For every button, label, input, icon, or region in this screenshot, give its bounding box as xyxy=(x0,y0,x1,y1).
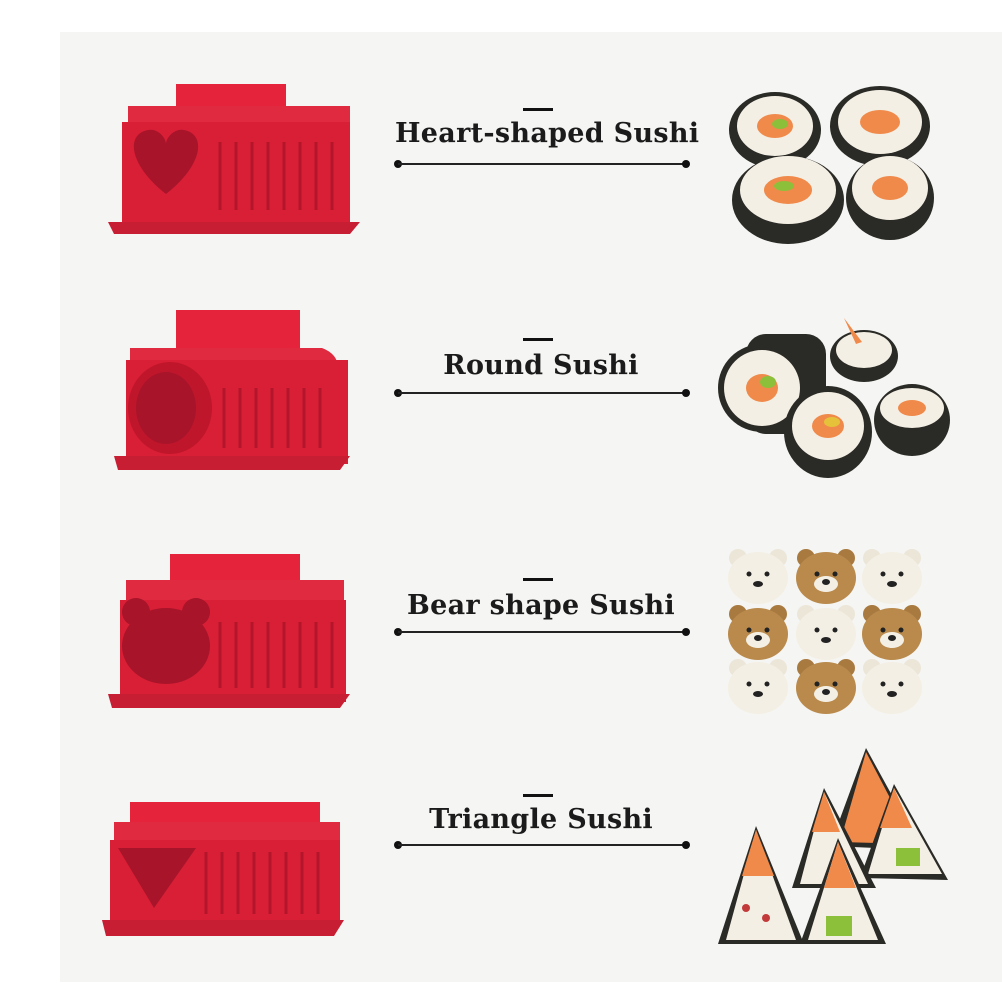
round-sushi-icon xyxy=(718,318,950,478)
heart-sushi-icon xyxy=(729,86,934,244)
label-marker xyxy=(523,794,553,797)
triangle-mold-icon xyxy=(102,802,344,936)
triangle-sushi-icon xyxy=(718,748,948,944)
label-marker xyxy=(523,108,553,111)
label-marker xyxy=(523,338,553,341)
bear-mold-icon xyxy=(108,554,350,708)
connector-line xyxy=(398,392,686,394)
row-bear: Bear shape Sushi xyxy=(0,480,1002,720)
row-heart: Heart-shaped Sushi xyxy=(0,0,1002,244)
connector-line xyxy=(398,631,686,633)
line-dot-right xyxy=(682,841,690,849)
line-dot-right xyxy=(682,160,690,168)
line-dot-right xyxy=(682,389,690,397)
connector-line xyxy=(398,844,686,846)
bear-sushi-label: Bear shape Sushi xyxy=(407,590,675,621)
round-sushi-label: Round Sushi xyxy=(443,350,639,381)
heart-sushi-label: Heart-shaped Sushi xyxy=(395,118,700,149)
line-dot-right xyxy=(682,628,690,636)
bear-sushi-icon xyxy=(728,549,922,714)
triangle-sushi-label: Triangle Sushi xyxy=(429,804,653,835)
row-triangle: Triangle Sushi xyxy=(0,720,1002,960)
label-marker xyxy=(523,578,553,581)
round-mold-icon xyxy=(114,310,350,470)
heart-mold-icon xyxy=(108,84,360,234)
connector-line xyxy=(398,163,686,165)
row-round: Round Sushi xyxy=(0,240,1002,480)
